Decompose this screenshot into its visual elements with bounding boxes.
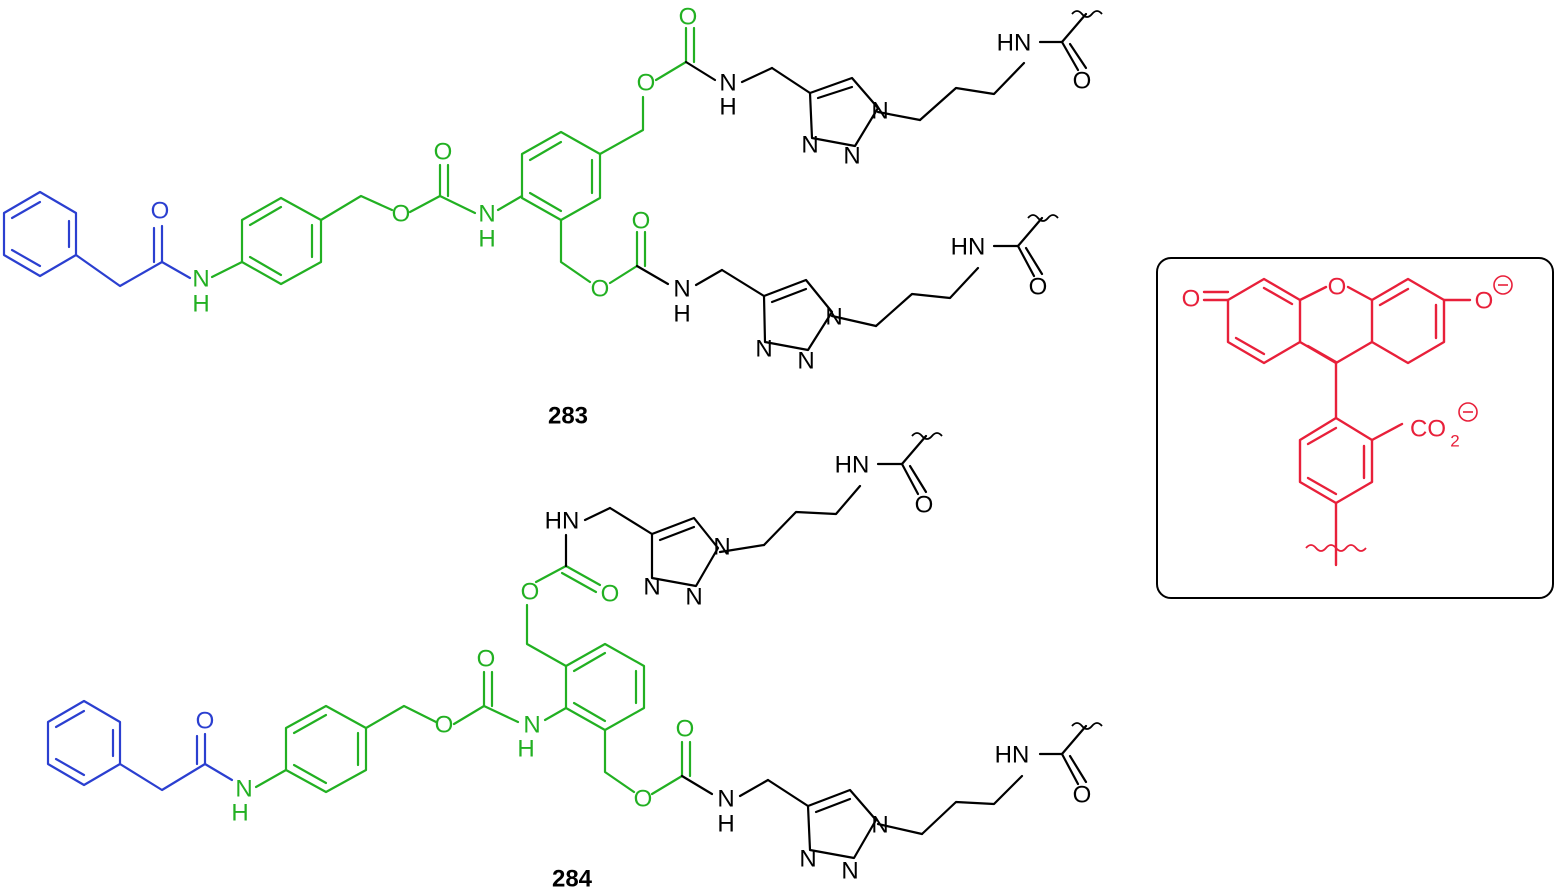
carboxylate-subscript: 2 xyxy=(1450,431,1459,450)
carbamate-oxygen-283: O xyxy=(392,200,411,227)
compound-284: O N H O O N H xyxy=(46,432,1103,892)
top-carbamate-oxygen-284: O xyxy=(521,578,540,605)
triazole-n3-bottom-284: N xyxy=(799,845,816,872)
phenyl-ring-283 xyxy=(2,190,192,288)
top-nh-h-283: H xyxy=(719,93,736,120)
top-triazole-arm-284 xyxy=(583,432,943,588)
bottom-nh-n-283: N xyxy=(673,275,690,302)
triazole-n3-bottom-283: N xyxy=(755,335,772,362)
triazole-n2-top-284: N xyxy=(685,583,702,610)
bottom-carbonyl-oxygen-283: O xyxy=(632,207,651,234)
bottom-nh-h-284: H xyxy=(717,810,734,837)
amide-nh-n-283: N xyxy=(192,265,209,292)
benzyl-linker-284 xyxy=(254,670,520,794)
fluorescein-phenolate-oxygen: O xyxy=(1475,287,1494,314)
central-ring-284 xyxy=(525,533,714,796)
phenolate-charge-icon xyxy=(1493,275,1513,295)
top-amide-hn-283: HN xyxy=(997,29,1032,56)
top-amide-hn-284: HN xyxy=(835,451,870,478)
bottom-triazole-arm-283 xyxy=(694,214,1059,352)
amide-oxygen-284: O xyxy=(196,707,215,734)
carbamate-carbonyl-283: O xyxy=(434,138,453,165)
triazole-n1-bottom-283: N xyxy=(825,303,842,330)
carbamate-oxygen-284: O xyxy=(435,711,454,738)
triazole-n3-top-284: N xyxy=(643,573,660,600)
amide-nh-h-283: H xyxy=(192,290,209,317)
bottom-amide-oxygen-283: O xyxy=(1029,273,1048,300)
fluorescein-box xyxy=(1156,257,1554,599)
amide-oxygen-283: O xyxy=(151,197,170,224)
carbamate-nh-h-283: H xyxy=(478,225,495,252)
triazole-n2-bottom-283: N xyxy=(797,347,814,374)
carbamate-nh-n-283: N xyxy=(478,200,495,227)
carboxylate-charge-icon xyxy=(1458,402,1478,422)
top-carbonyl-oxygen-284: O xyxy=(601,580,620,607)
bottom-amide-hn-284: HN xyxy=(995,741,1030,768)
central-ring-283 xyxy=(496,26,717,286)
triazole-n2-top-283: N xyxy=(843,142,860,169)
top-hn-284: HN xyxy=(545,507,580,534)
top-carbonyl-oxygen-283: O xyxy=(679,3,698,30)
amide-nh-h-284: H xyxy=(231,799,248,826)
triazole-n1-top-283: N xyxy=(871,97,888,124)
phenyl-ring-284 xyxy=(46,699,234,792)
compound-label-284: 284 xyxy=(552,865,593,892)
triazole-n2-bottom-284: N xyxy=(841,857,858,884)
top-carbamate-oxygen-283: O xyxy=(637,69,656,96)
fluorescein-carbonyl-oxygen: O xyxy=(1182,285,1201,312)
top-triazole-arm-283 xyxy=(740,10,1103,148)
amide-nh-n-284: N xyxy=(235,775,252,802)
compound-283: O N H O O N H xyxy=(2,3,1103,429)
bottom-nh-h-283: H xyxy=(673,300,690,327)
fluorescein-structure xyxy=(1202,277,1472,567)
bottom-triazole-arm-284 xyxy=(738,722,1103,860)
triazole-n1-top-284: N xyxy=(713,533,730,560)
carboxylate-co-label: CO xyxy=(1410,415,1446,442)
carbamate-nh-h-284: H xyxy=(517,735,534,762)
bottom-carbamate-oxygen-284: O xyxy=(634,785,653,812)
fluorescein-panel: O O O CO 2 xyxy=(1156,257,1554,599)
carbamate-nh-n-284: N xyxy=(523,711,540,738)
bottom-carbonyl-oxygen-284: O xyxy=(676,715,695,742)
bottom-nh-n-284: N xyxy=(717,785,734,812)
top-nh-n-283: N xyxy=(719,69,736,96)
compound-label-283: 283 xyxy=(548,402,588,429)
bottom-amide-oxygen-284: O xyxy=(1073,781,1092,808)
top-amide-oxygen-284: O xyxy=(915,491,934,518)
carbamate-carbonyl-284: O xyxy=(477,645,496,672)
triazole-n1-bottom-284: N xyxy=(871,811,888,838)
bottom-amide-hn-283: HN xyxy=(951,233,986,260)
fluorescein-ring-oxygen: O xyxy=(1328,273,1347,300)
triazole-n3-top-283: N xyxy=(801,131,818,158)
top-amide-oxygen-283: O xyxy=(1073,67,1092,94)
benzyl-linker-283 xyxy=(210,163,477,286)
bottom-carbamate-oxygen-283: O xyxy=(591,275,610,302)
